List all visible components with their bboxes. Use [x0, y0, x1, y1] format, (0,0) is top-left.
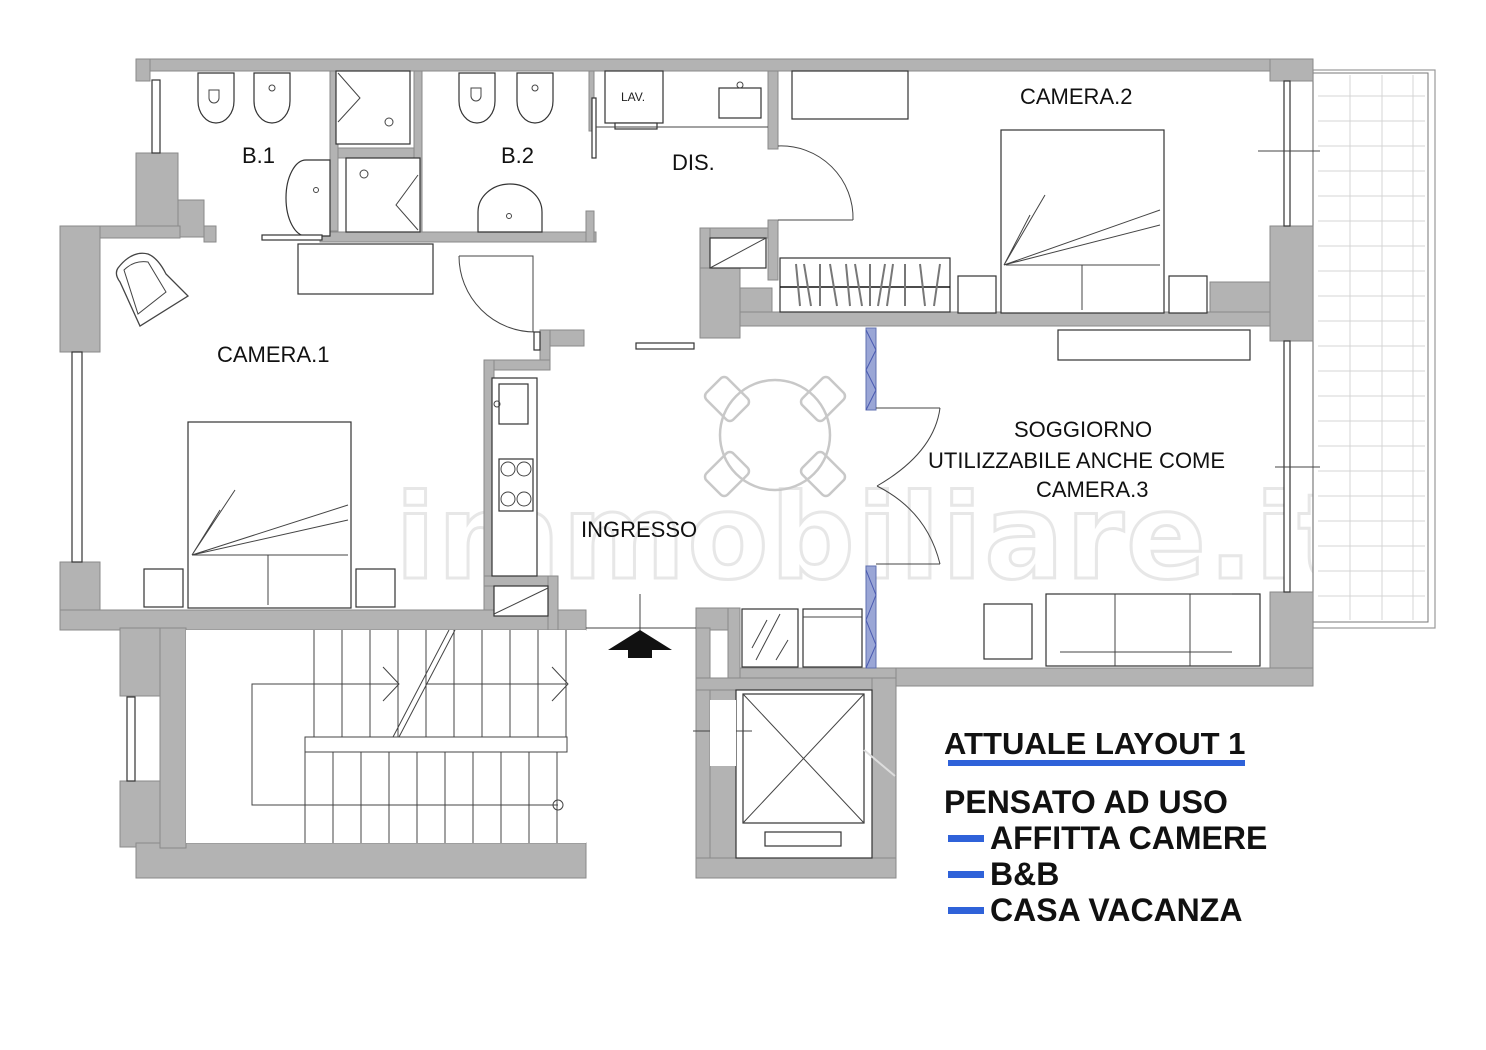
legend-item: AFFITTA CAMERE [944, 820, 1267, 856]
legend-title: ATTUALE LAYOUT 1 [944, 724, 1246, 766]
dash-icon [948, 834, 984, 842]
room-label-bedroom1: CAMERA.1 [217, 342, 329, 367]
bathroom-1: B.1 [197, 70, 421, 241]
legend-item: CASA VACANZA [944, 892, 1267, 928]
room-label-living-note: UTILIZZABILE ANCHE COME [928, 448, 1225, 473]
dining-table [703, 375, 847, 498]
legend-item: B&B [944, 856, 1267, 892]
room-label-camera3: CAMERA.3 [1036, 477, 1148, 502]
bedroom-2: CAMERA.2 [779, 70, 1208, 314]
dash-icon [948, 870, 984, 878]
room-label-entrance: INGRESSO [581, 517, 697, 542]
elevator [693, 689, 896, 859]
balcony [1312, 69, 1436, 629]
bedroom-1: CAMERA.1 [115, 243, 541, 609]
living-room: SOGGIORNO UTILIZZABILE ANCHE COME CAMERA… [876, 329, 1261, 667]
windows [71, 79, 1320, 782]
glass-partitions [865, 327, 877, 669]
legend-item-label: CASA VACANZA [990, 892, 1243, 928]
room-label-living: SOGGIORNO [1014, 417, 1152, 442]
entrance-arrow-icon [608, 630, 672, 658]
legend: ATTUALE LAYOUT 1 PENSATO AD USO AFFITTA … [944, 724, 1267, 928]
dash-icon [948, 906, 984, 914]
legend-item-label: B&B [990, 856, 1060, 892]
legend-title-text: ATTUALE LAYOUT 1 [944, 726, 1246, 761]
bathroom-2: B.2 [458, 72, 554, 233]
room-label-b2: B.2 [501, 143, 534, 168]
legend-subtitle: PENSATO AD USO [944, 784, 1228, 820]
stairwell [186, 629, 586, 843]
legend-title-underline [948, 760, 1246, 766]
room-label-hallway: DIS. [672, 150, 715, 175]
entrance: INGRESSO [491, 342, 863, 668]
room-label-b1: B.1 [242, 143, 275, 168]
walls [59, 58, 1314, 879]
legend-item-label: AFFITTA CAMERE [990, 820, 1268, 856]
room-label-bedroom2: CAMERA.2 [1020, 84, 1132, 109]
hallway: LAV. DIS. [591, 70, 854, 269]
label-laundry: LAV. [621, 90, 645, 104]
